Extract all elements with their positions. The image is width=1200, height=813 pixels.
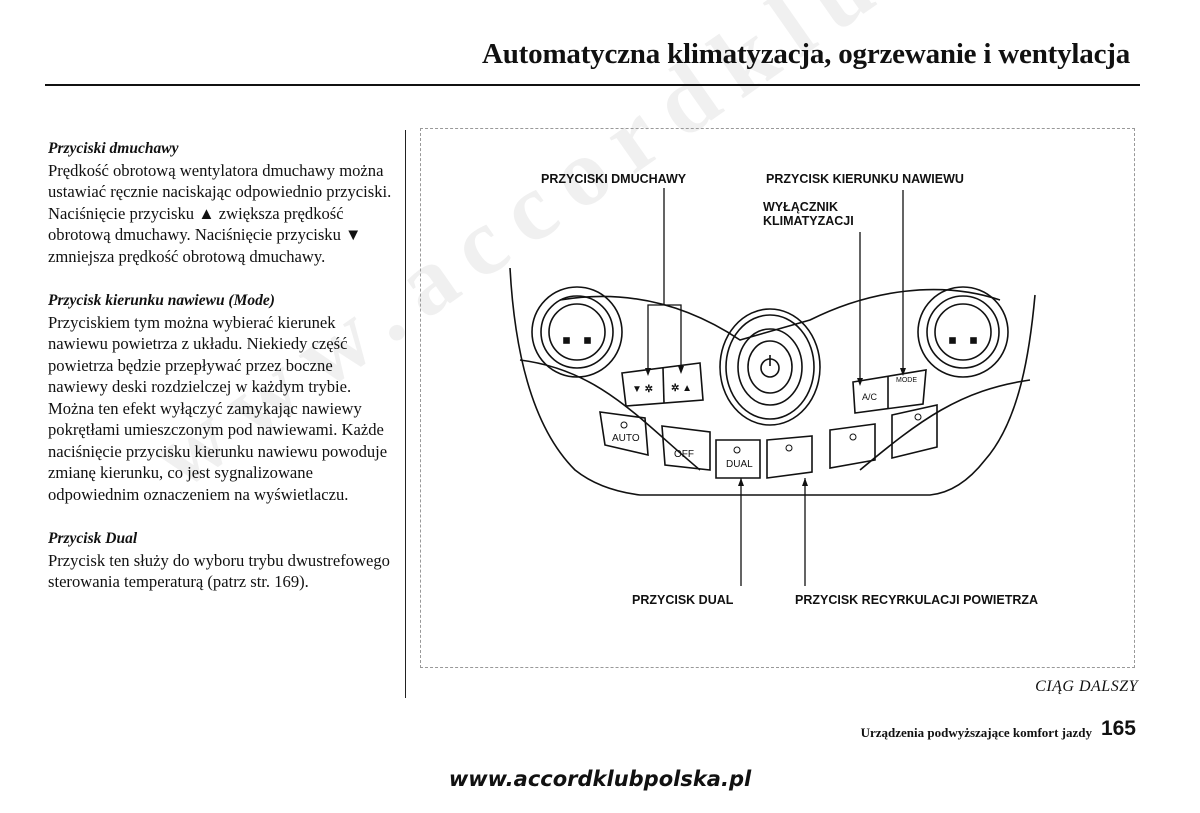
section-heading: Przyciski dmuchawy xyxy=(48,140,179,157)
website-url: www.accordklubpolska.pl xyxy=(448,767,752,791)
left-temperature-knob xyxy=(531,286,623,378)
label-blower-buttons: PRZYCISKI DMUCHAWY xyxy=(541,172,687,186)
page-number: 165 xyxy=(1100,717,1136,740)
section-heading: Przycisk kierunku nawiewu (Mode) xyxy=(48,292,275,309)
label-mode-button: PRZYCISK KIERUNKU NAWIEWU xyxy=(766,172,964,186)
label-ac-switch-line1: WYŁĄCZNIK xyxy=(763,200,838,214)
panel-outline xyxy=(509,267,1036,496)
label-dual-button: PRZYCISK DUAL xyxy=(632,593,734,607)
page-title: Automatyczna klimatyzacja, ogrzewanie i … xyxy=(482,38,1130,70)
header-rule xyxy=(45,84,1140,86)
ac-mode-buttons xyxy=(852,369,927,414)
svg-text:✲ ▲: ✲ ▲ xyxy=(671,383,692,394)
button-auto: AUTO xyxy=(612,433,640,444)
continued-note: CIĄG DALSZY xyxy=(1035,678,1138,695)
label-ac-switch-line2: KLIMATYZACJI xyxy=(763,214,854,228)
label-recirculation-button: PRZYCISK RECYRKULACJI POWIETRZA xyxy=(795,593,1039,607)
fan-buttons xyxy=(621,362,704,407)
center-power-knob xyxy=(719,308,821,426)
panel-upper-edge xyxy=(559,288,1001,341)
section-body: Przycisk ten służy do wyboru trybu dwust… xyxy=(48,550,390,592)
right-temperature-knob xyxy=(917,286,1009,378)
figure-frame xyxy=(420,128,1135,668)
button-off: OFF xyxy=(674,449,694,460)
footer-section-title: Urządzenia podwyższające komfort jazdy xyxy=(860,725,1092,740)
svg-text:▼ ✲: ▼ ✲ xyxy=(632,384,653,395)
text-column: Przyciski dmuchawy Prędkość obrotową wen… xyxy=(48,138,393,616)
callout-lines xyxy=(647,188,904,586)
button-dual: DUAL xyxy=(726,459,753,470)
section-body: Prędkość obrotową wentylatora dmuchawy m… xyxy=(48,160,392,266)
button-mode: MODE xyxy=(896,377,917,384)
section-heading: Przycisk Dual xyxy=(48,530,138,547)
column-divider xyxy=(405,130,406,698)
button-ac: A/C xyxy=(862,392,878,402)
section-body: Przyciskiem tym można wybierać kierunek … xyxy=(48,312,388,504)
